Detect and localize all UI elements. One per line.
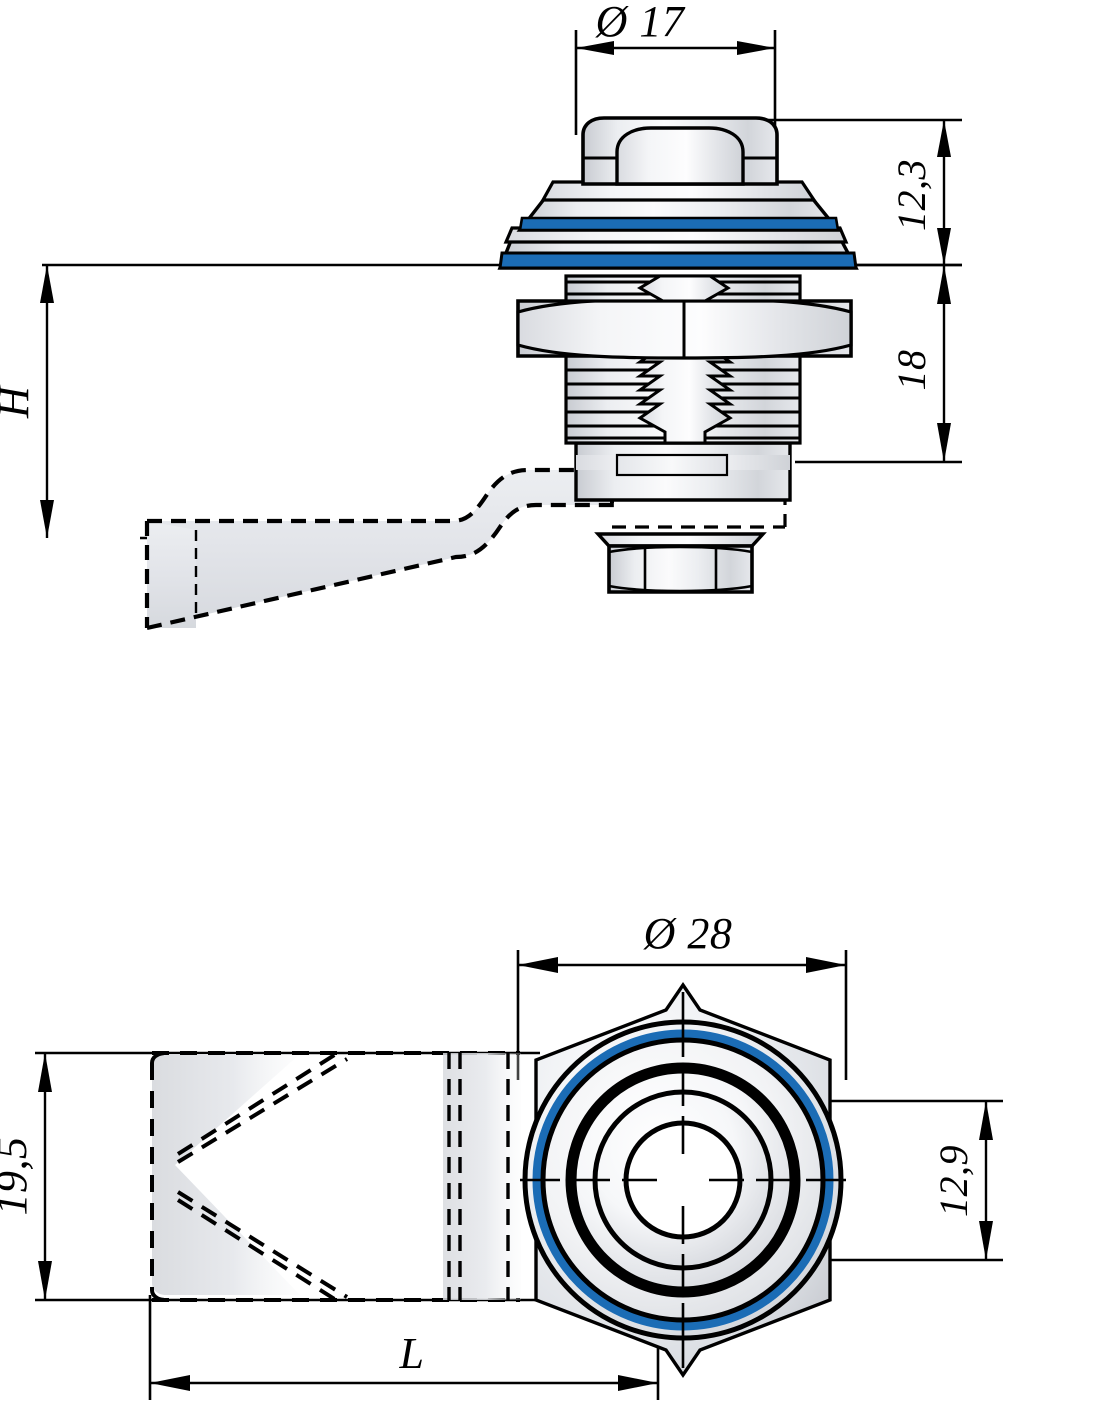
dim-label-12-9: 12,9 [931,1145,976,1217]
dim-label-dia-17: Ø 17 [595,0,686,46]
dimension-dia-17: Ø 17 [574,0,777,135]
lock-body-side [497,116,859,594]
dim-label-12-3: 12,3 [889,159,934,231]
dim-label-19-5: 19,5 [0,1137,36,1216]
side-elevation-view: Ø 17 12,3 18 H [0,0,962,631]
bottom-hex-nut [594,532,767,594]
lock-head-front [520,981,846,1379]
front-end-view: Ø 28 12,9 19,5 L [0,909,1003,1400]
dim-label-dia-28: Ø 28 [643,909,733,958]
cam-arm-front [150,1051,521,1302]
dim-label-H: H [0,384,38,419]
dim-label-18: 18 [889,350,934,391]
dimension-12-9: 12,9 [786,1099,1003,1262]
dimension-18: 18 [795,263,962,464]
dim-label-L: L [399,1329,425,1378]
